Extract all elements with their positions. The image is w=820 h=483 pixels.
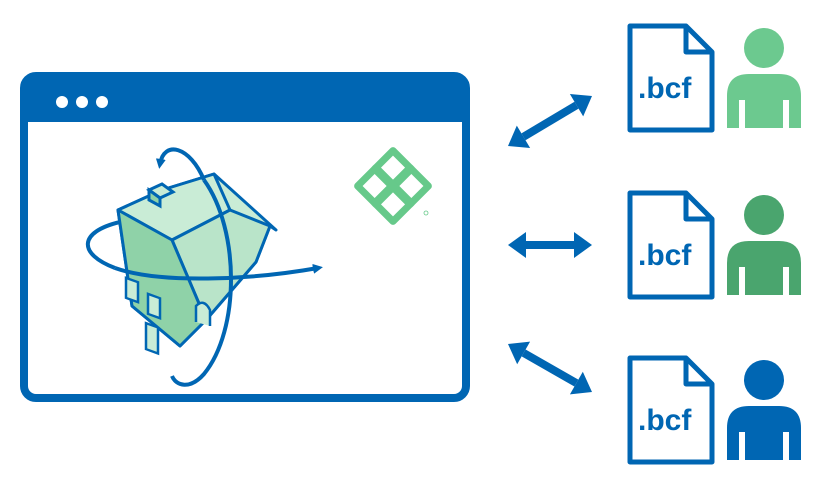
document-icon[interactable]: .bcf — [627, 190, 715, 300]
browser-window — [20, 72, 470, 402]
rotating-building-icon — [85, 147, 323, 387]
person-icon — [727, 28, 801, 128]
exchange-row: .bcf — [508, 190, 801, 300]
buildingsmart-logo-icon — [354, 147, 432, 225]
browser-title-bar — [24, 76, 466, 122]
exchange-row: .bcf — [508, 341, 801, 465]
exchange-rows: .bcf .bcf .bcf — [508, 23, 801, 465]
person-icon — [727, 195, 801, 295]
bcf-file-label: .bcf — [638, 239, 692, 272]
document-icon[interactable]: .bcf — [627, 355, 715, 465]
double-arrow-icon — [508, 341, 592, 395]
three-dots-icon[interactable] — [56, 96, 108, 108]
document-icon[interactable]: .bcf — [627, 23, 715, 133]
double-arrow-icon — [508, 94, 592, 148]
bcf-file-label: .bcf — [638, 404, 692, 437]
double-arrow-icon — [508, 232, 592, 258]
bcf-file-label: .bcf — [638, 72, 692, 105]
exchange-row: .bcf — [508, 23, 801, 148]
person-icon — [727, 360, 801, 460]
